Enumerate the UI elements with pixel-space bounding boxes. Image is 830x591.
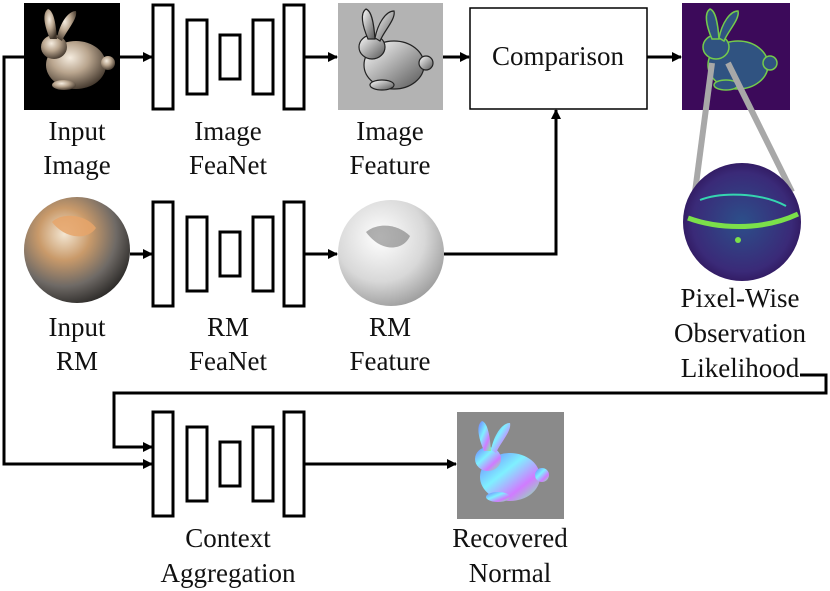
svg-text:Normal: Normal [469,558,551,588]
svg-text:Aggregation: Aggregation [161,558,296,588]
svg-text:Pixel-Wise: Pixel-Wise [681,283,800,313]
input-image-label: Input Image [43,116,110,180]
recovered-normal-label: Recovered Normal [452,523,568,588]
recovered-normal-thumbnail [457,412,564,519]
context-aggregation-label: Context Aggregation [161,523,296,588]
rm-feanet-label: RM FeaNet [189,312,267,376]
svg-text:Likelihood: Likelihood [681,353,800,383]
svg-text:RM: RM [56,346,98,376]
svg-text:Image: Image [356,116,423,146]
likelihood-sphere-zoom [683,163,801,281]
image-feanet-label: Image FeaNet [189,116,267,180]
svg-text:Observation: Observation [674,318,806,348]
svg-text:Input: Input [49,116,106,146]
svg-text:Feature: Feature [350,346,431,376]
comparison-label: Comparison [492,41,624,71]
image-feature-label: Image Feature [350,116,431,180]
image-feanet [151,3,306,111]
zoom-connector [692,61,795,194]
input-rm-label: Input RM [49,312,106,376]
svg-text:RM: RM [207,312,249,342]
comparison-box: Comparison [469,7,648,110]
likelihood-heatmap-thumbnail [682,3,790,110]
context-aggregation-net [151,410,306,518]
svg-text:Recovered: Recovered [452,523,568,553]
connectors [2,52,828,469]
input-rm-sphere [24,197,130,303]
svg-text:Feature: Feature [350,150,431,180]
rm-feature-sphere [338,200,444,306]
svg-text:Image: Image [194,116,261,146]
rm-feature-label: RM Feature [350,312,431,376]
input-image-thumbnail [24,3,120,110]
svg-text:Context: Context [185,523,271,553]
svg-text:Image: Image [43,150,110,180]
svg-text:Input: Input [49,312,106,342]
svg-text:FeaNet: FeaNet [189,150,267,180]
svg-text:RM: RM [369,312,411,342]
likelihood-label: Pixel-Wise Observation Likelihood [674,283,806,383]
svg-text:FeaNet: FeaNet [189,346,267,376]
rm-feanet [151,200,306,308]
image-feature-thumbnail [338,3,443,110]
